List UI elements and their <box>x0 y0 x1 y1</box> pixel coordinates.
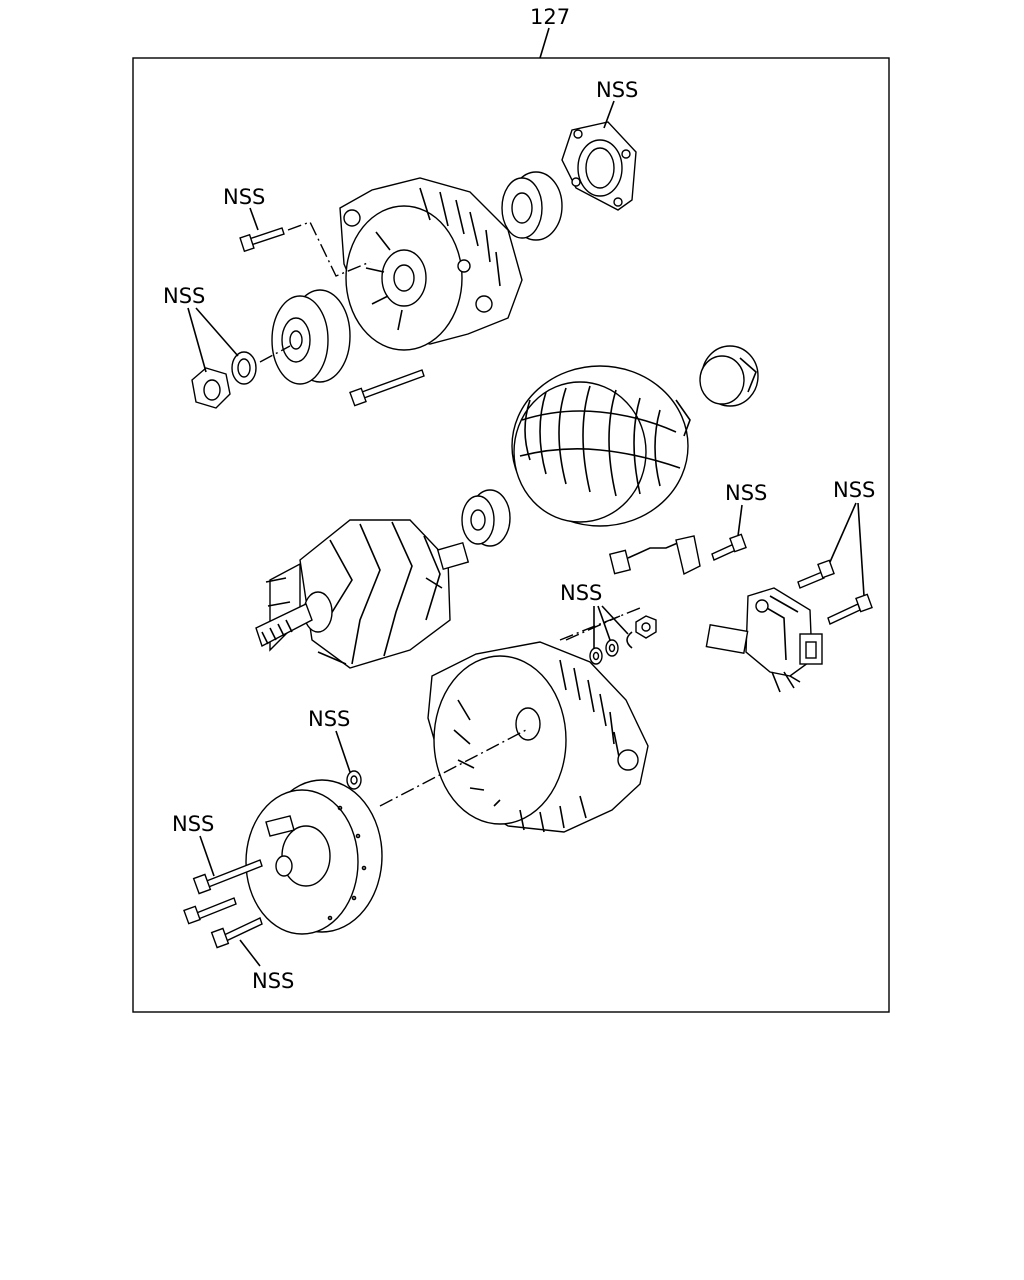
figure-number: 127 <box>530 5 570 29</box>
nss-label-rear-bolt-lower: NSS <box>252 969 294 993</box>
housing-screw-top <box>239 227 285 253</box>
pulley-nut <box>191 367 231 409</box>
nss-leader-reg-lower <box>857 502 865 597</box>
rotor-bearing <box>461 489 511 547</box>
nss-label-gasket: NSS <box>596 78 638 102</box>
rear-housing <box>427 641 649 833</box>
terminal-washer-1 <box>589 647 603 665</box>
shaft-centerline-top <box>259 345 291 363</box>
stator <box>511 365 691 527</box>
rear-washer <box>346 770 362 790</box>
pulley-washer <box>231 351 257 385</box>
regulator-screw-upper <box>797 559 835 589</box>
nss-leader-reg-upper <box>829 502 857 563</box>
rotor <box>255 519 470 669</box>
screw-top-centerline <box>287 221 371 277</box>
figure-number-leader <box>539 27 550 59</box>
nss-label-rear-bolt-upper: NSS <box>172 812 214 836</box>
rear-bolt-lower <box>210 917 263 949</box>
front-housing <box>339 177 523 351</box>
rear-bolt-upper <box>192 859 263 895</box>
nss-leader-rear-bolt-lower <box>239 939 261 967</box>
nss-label-screw-top: NSS <box>223 185 265 209</box>
shaft-centerline-mid <box>565 615 621 641</box>
regulator <box>705 587 823 693</box>
brush-screw <box>711 533 747 561</box>
front-bearing <box>501 171 563 241</box>
nss-label-terminal-hardware: NSS <box>560 581 602 605</box>
rear-bolt-middle <box>183 897 237 925</box>
nss-leader-washer <box>195 307 239 357</box>
terminal-clip <box>626 631 633 649</box>
nss-label-nut-washer: NSS <box>163 284 205 308</box>
nss-leader-rear-washer <box>335 730 351 773</box>
nss-leader-nut <box>187 307 207 373</box>
shaft-centerline-rear <box>379 729 527 807</box>
gasket-plate <box>561 121 637 211</box>
nss-leader-screw-top <box>249 207 259 231</box>
nss-label-rear-washer: NSS <box>308 707 350 731</box>
nss-leader-brush-screw <box>737 504 743 537</box>
brush-holder <box>608 535 701 576</box>
nss-leader-rear-bolt-upper <box>199 835 215 877</box>
bearing-ring <box>699 345 759 407</box>
nss-leader-terminal-2 <box>597 605 611 641</box>
terminal-washer-2 <box>605 639 619 657</box>
pulley <box>271 289 351 385</box>
terminal-centerline <box>559 607 641 641</box>
terminal-nut <box>635 615 657 639</box>
nss-label-regulator-screws: NSS <box>833 478 875 502</box>
nss-leader-gasket <box>603 100 615 129</box>
diagram-frame <box>132 57 890 1013</box>
regulator-screw-lower <box>827 593 873 625</box>
through-bolt <box>349 369 425 407</box>
nss-label-brush-screw: NSS <box>725 481 767 505</box>
nss-leader-terminal-3 <box>601 605 629 635</box>
rear-cover <box>245 779 383 935</box>
